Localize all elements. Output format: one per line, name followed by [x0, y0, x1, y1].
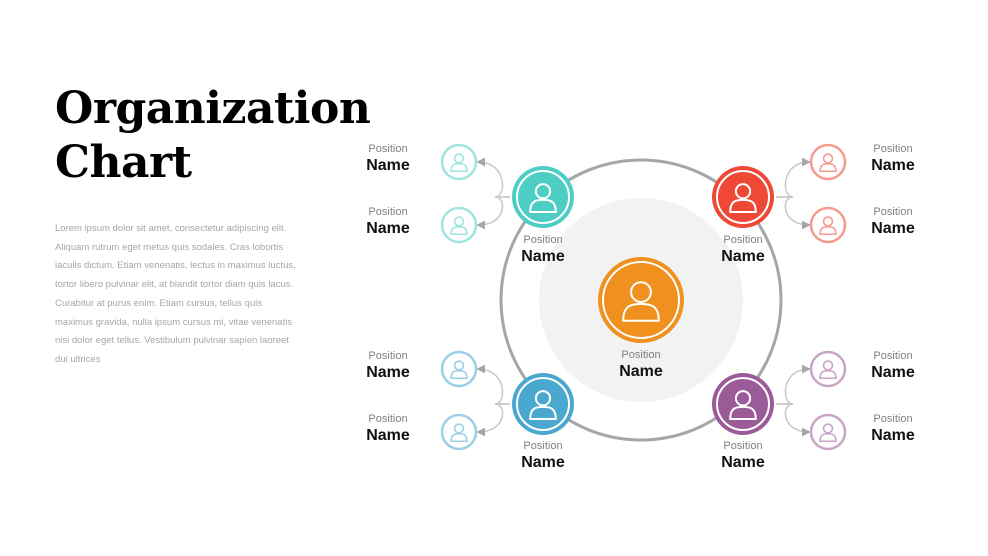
manager-label-top-right-name: Name	[721, 248, 765, 265]
slide-title-line-1: Organization	[55, 83, 371, 134]
member-label-bottom-right-1-name: Name	[871, 364, 915, 381]
member-node-bottom-right-2-icon	[819, 423, 837, 443]
connector-arrow	[784, 196, 811, 230]
manager-label-bottom-left-position: Position	[523, 440, 563, 452]
member-node-bottom-left-2[interactable]	[440, 413, 478, 451]
member-label-bottom-right-2-position: Position	[873, 413, 913, 425]
manager-label-top-left-position: Position	[523, 234, 563, 246]
member-node-bottom-right-2[interactable]	[809, 413, 847, 451]
manager-label-top-right-position: Position	[723, 234, 763, 246]
manager-label-bottom-right-name: Name	[721, 454, 765, 471]
member-node-top-left-1[interactable]	[440, 143, 478, 181]
center-label-position: Position	[621, 349, 661, 361]
member-node-bottom-right-1[interactable]	[809, 350, 847, 388]
center-label-name: Name	[619, 363, 663, 380]
outer-ring	[499, 158, 783, 442]
center-node[interactable]	[598, 257, 684, 343]
manager-node-bottom-right[interactable]	[712, 373, 774, 435]
member-label-top-right-2-name: Name	[871, 220, 915, 237]
member-node-top-left-2-icon	[450, 216, 468, 236]
member-label-top-right-1-name: Name	[871, 157, 915, 174]
member-label-bottom-right-2-name: Name	[871, 427, 915, 444]
description-text: Lorem ipsum dolor sit amet, consectetur …	[55, 223, 296, 365]
member-node-top-right-1[interactable]	[809, 143, 847, 181]
manager-node-bottom-left-icon	[529, 390, 557, 420]
member-label-top-left-1-name: Name	[366, 157, 410, 174]
connector-arrow	[784, 403, 811, 437]
member-label-top-right-1-position: Position	[873, 143, 913, 155]
manager-label-bottom-left-name: Name	[521, 454, 565, 471]
manager-node-bottom-right-icon	[729, 390, 757, 420]
member-node-top-left-2[interactable]	[440, 206, 478, 244]
member-node-top-right-2[interactable]	[809, 206, 847, 244]
manager-label-bottom-right-position: Position	[723, 440, 763, 452]
member-node-bottom-left-1-icon	[450, 360, 468, 380]
member-label-top-left-2-position: Position	[368, 206, 408, 218]
member-node-top-right-2-icon	[819, 216, 837, 236]
member-label-top-left-2-name: Name	[366, 220, 410, 237]
manager-node-top-left-icon	[529, 183, 557, 213]
connector-arrow	[476, 364, 504, 405]
manager-node-top-right[interactable]	[712, 166, 774, 228]
member-label-bottom-right-1-position: Position	[873, 350, 913, 362]
connector-arrow	[476, 403, 504, 437]
member-label-top-left-1-position: Position	[368, 143, 408, 155]
connector-arrow	[784, 364, 811, 405]
manager-label-top-left-name: Name	[521, 248, 565, 265]
member-node-bottom-right-1-icon	[819, 360, 837, 380]
member-label-bottom-left-2-name: Name	[366, 427, 410, 444]
connector-arrow	[476, 196, 504, 230]
connector-arrow	[476, 157, 504, 198]
member-node-top-left-1-icon	[450, 153, 468, 173]
member-node-bottom-left-2-icon	[450, 423, 468, 443]
member-label-bottom-left-2-position: Position	[368, 413, 408, 425]
member-node-bottom-left-1[interactable]	[440, 350, 478, 388]
manager-node-top-right-icon	[729, 183, 757, 213]
member-label-bottom-left-1-position: Position	[368, 350, 408, 362]
connector-arrow	[784, 157, 811, 198]
manager-node-bottom-left[interactable]	[512, 373, 574, 435]
slide-title: Organization Chart	[55, 82, 371, 190]
member-label-top-right-2-position: Position	[873, 206, 913, 218]
slide-title-line-2: Chart	[55, 137, 192, 188]
member-node-top-right-1-icon	[819, 153, 837, 173]
center-node-icon	[622, 281, 660, 322]
member-label-bottom-left-1-name: Name	[366, 364, 410, 381]
manager-node-top-left[interactable]	[512, 166, 574, 228]
